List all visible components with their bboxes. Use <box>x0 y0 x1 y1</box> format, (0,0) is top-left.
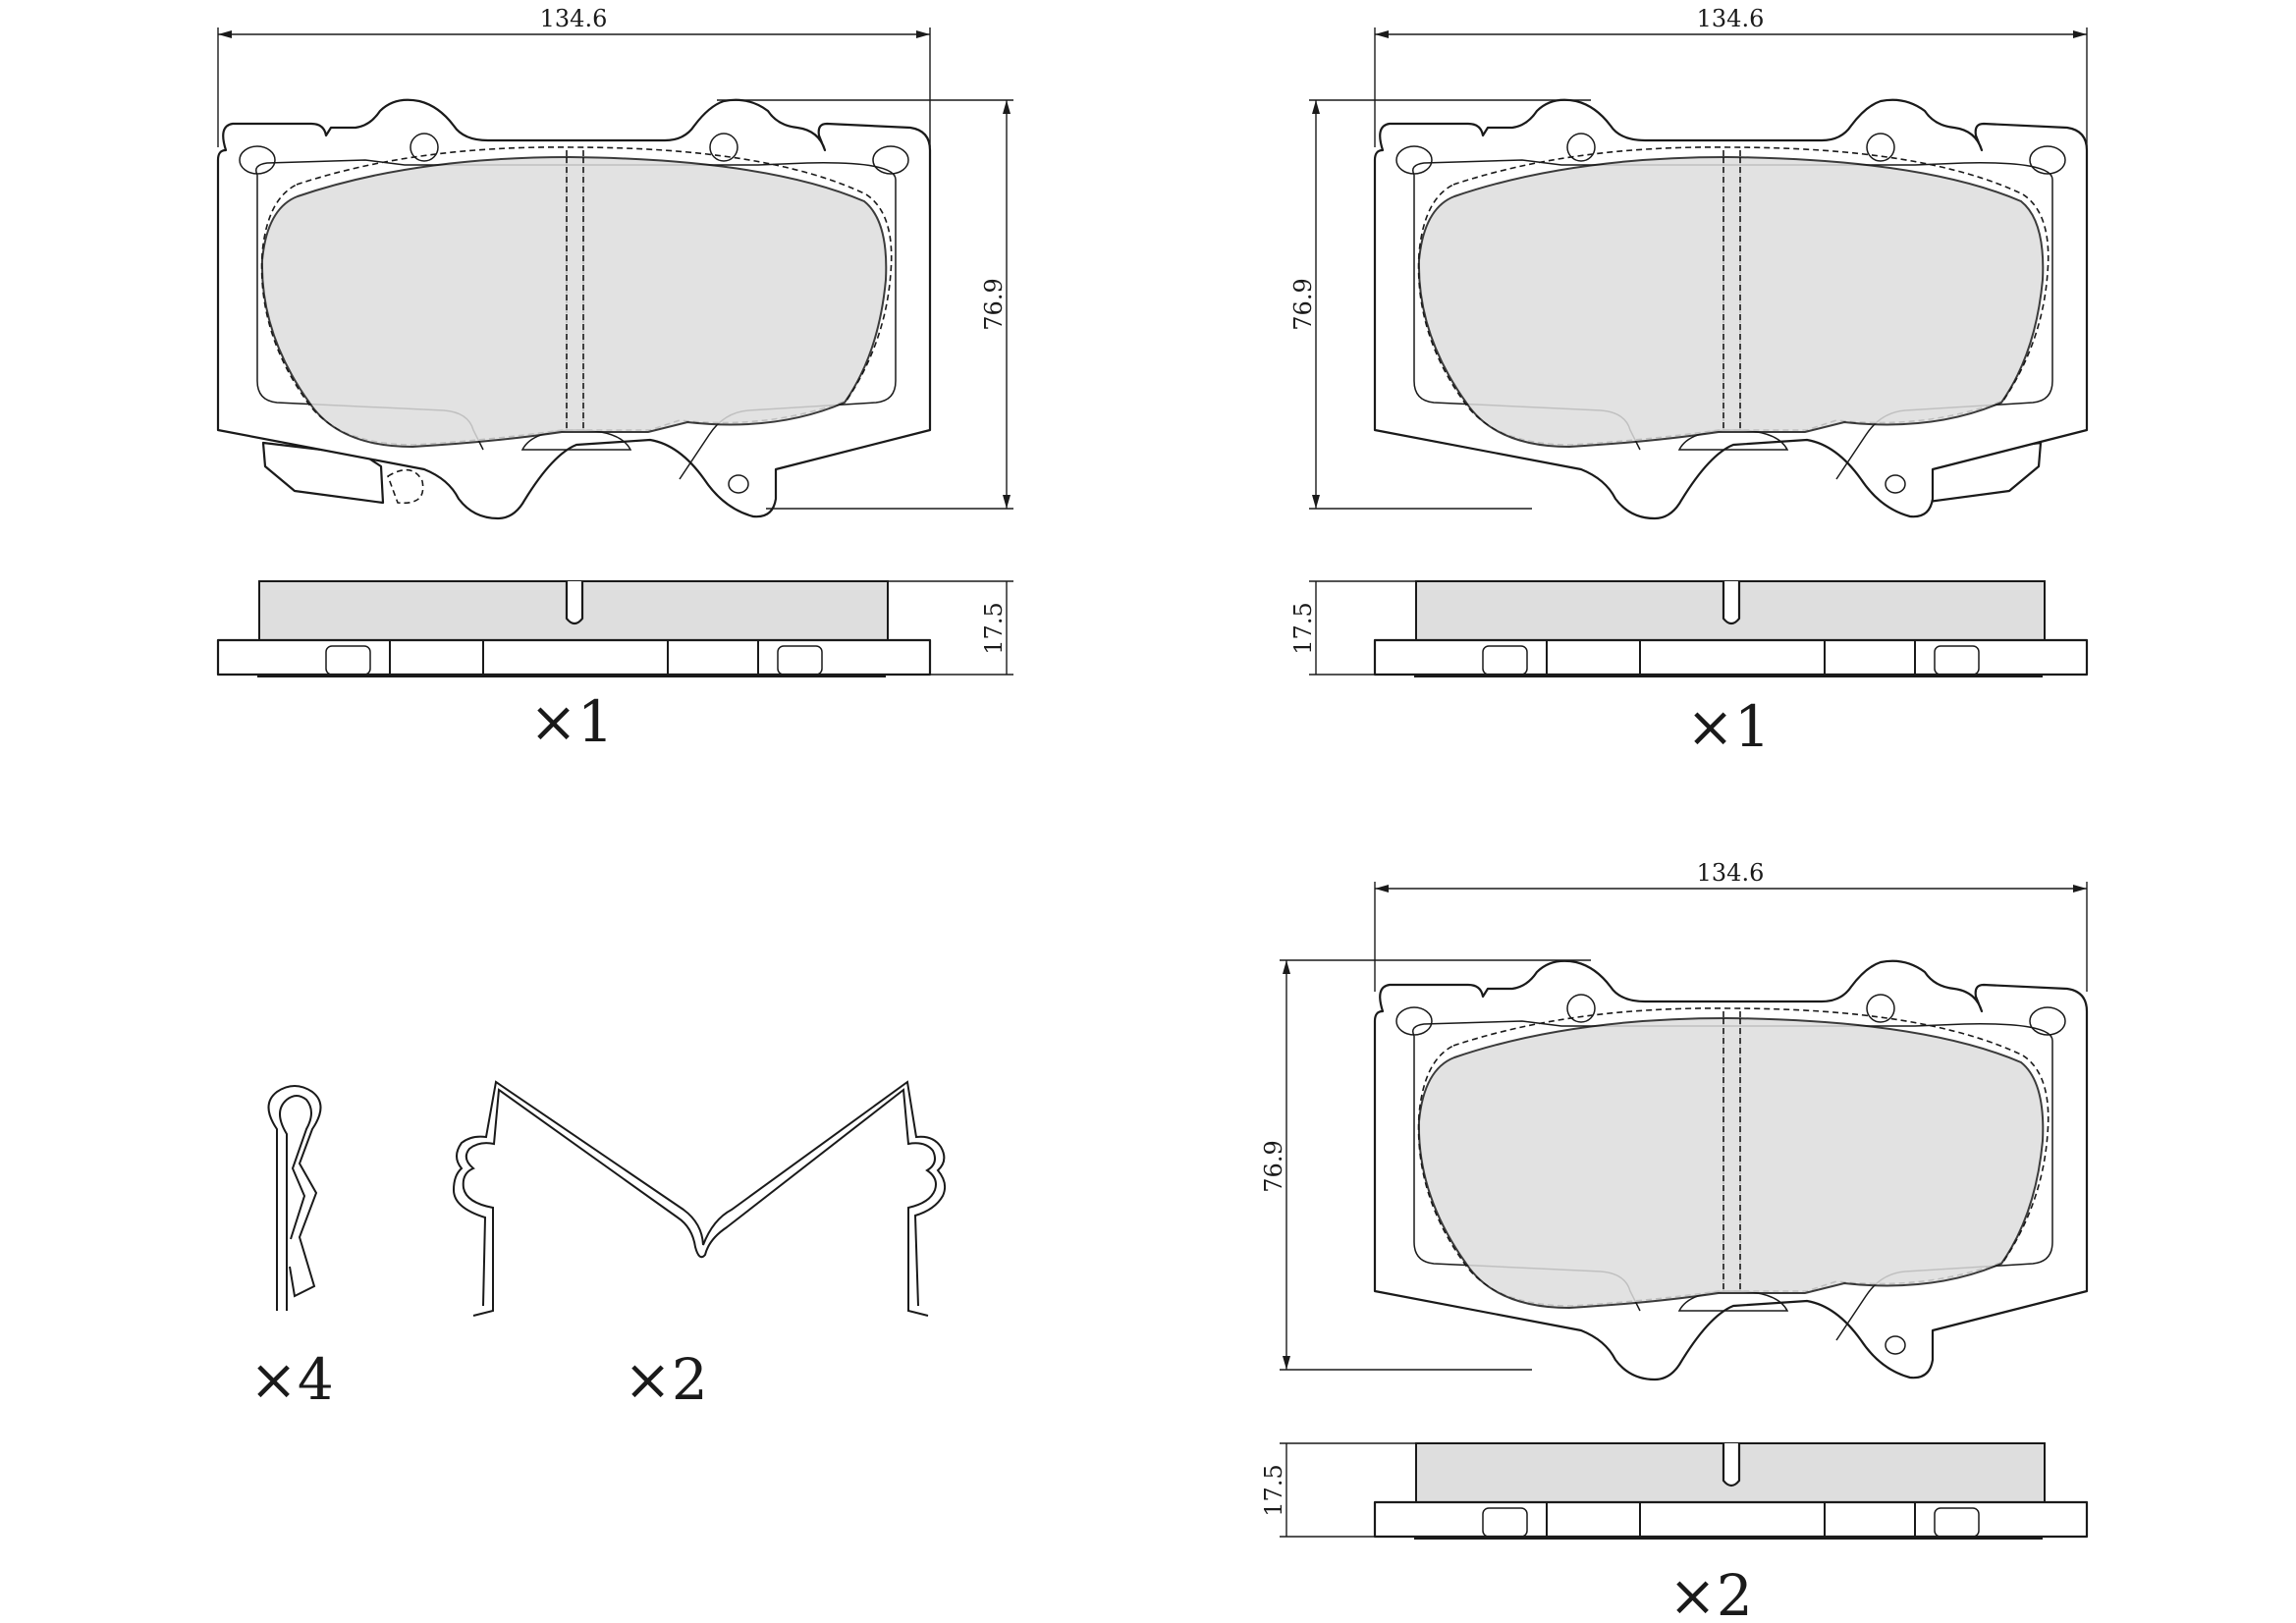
width-label: 134.6 <box>1697 5 1765 32</box>
height-dimension-top-right: 76.9 <box>1289 99 1591 510</box>
height-label: 76.9 <box>980 278 1008 330</box>
thickness-label: 17.5 <box>980 602 1008 654</box>
quantity-label: ×1 <box>1686 693 1771 760</box>
pad-side-view-top-right: 17.5 <box>1289 579 2089 678</box>
width-dimension-top-left: 134.6 <box>217 5 931 147</box>
pin-quantity-label: ×4 <box>249 1346 334 1413</box>
thickness-label: 17.5 <box>1289 602 1317 654</box>
width-dimension-bottom-right: 134.6 <box>1374 859 2088 992</box>
spring-quantity-label: ×2 <box>624 1346 708 1413</box>
pad-front-view-top-left <box>216 98 932 520</box>
quantity-label: ×1 <box>529 688 614 755</box>
height-dimension-bottom-right: 76.9 <box>1260 959 1591 1371</box>
anti-rattle-spring-icon <box>452 1080 947 1317</box>
height-dimension-top-left: 76.9 <box>717 99 1013 510</box>
pad-front-view-top-right <box>1373 98 2089 520</box>
height-label: 76.9 <box>1260 1140 1287 1192</box>
thickness-label: 17.5 <box>1260 1464 1287 1516</box>
pad-front-view-bottom-right <box>1373 959 2089 1381</box>
height-label: 76.9 <box>1289 278 1317 330</box>
pad-side-view-bottom-right: 17.5 <box>1260 1441 2089 1541</box>
quantity-label: ×2 <box>1668 1562 1753 1623</box>
width-dimension-top-right: 134.6 <box>1374 5 2088 147</box>
pad-side-view-top-left: 17.5 <box>216 579 1013 678</box>
width-label: 134.6 <box>1697 859 1765 887</box>
width-label: 134.6 <box>540 5 608 32</box>
retaining-pin-icon <box>267 1085 322 1311</box>
